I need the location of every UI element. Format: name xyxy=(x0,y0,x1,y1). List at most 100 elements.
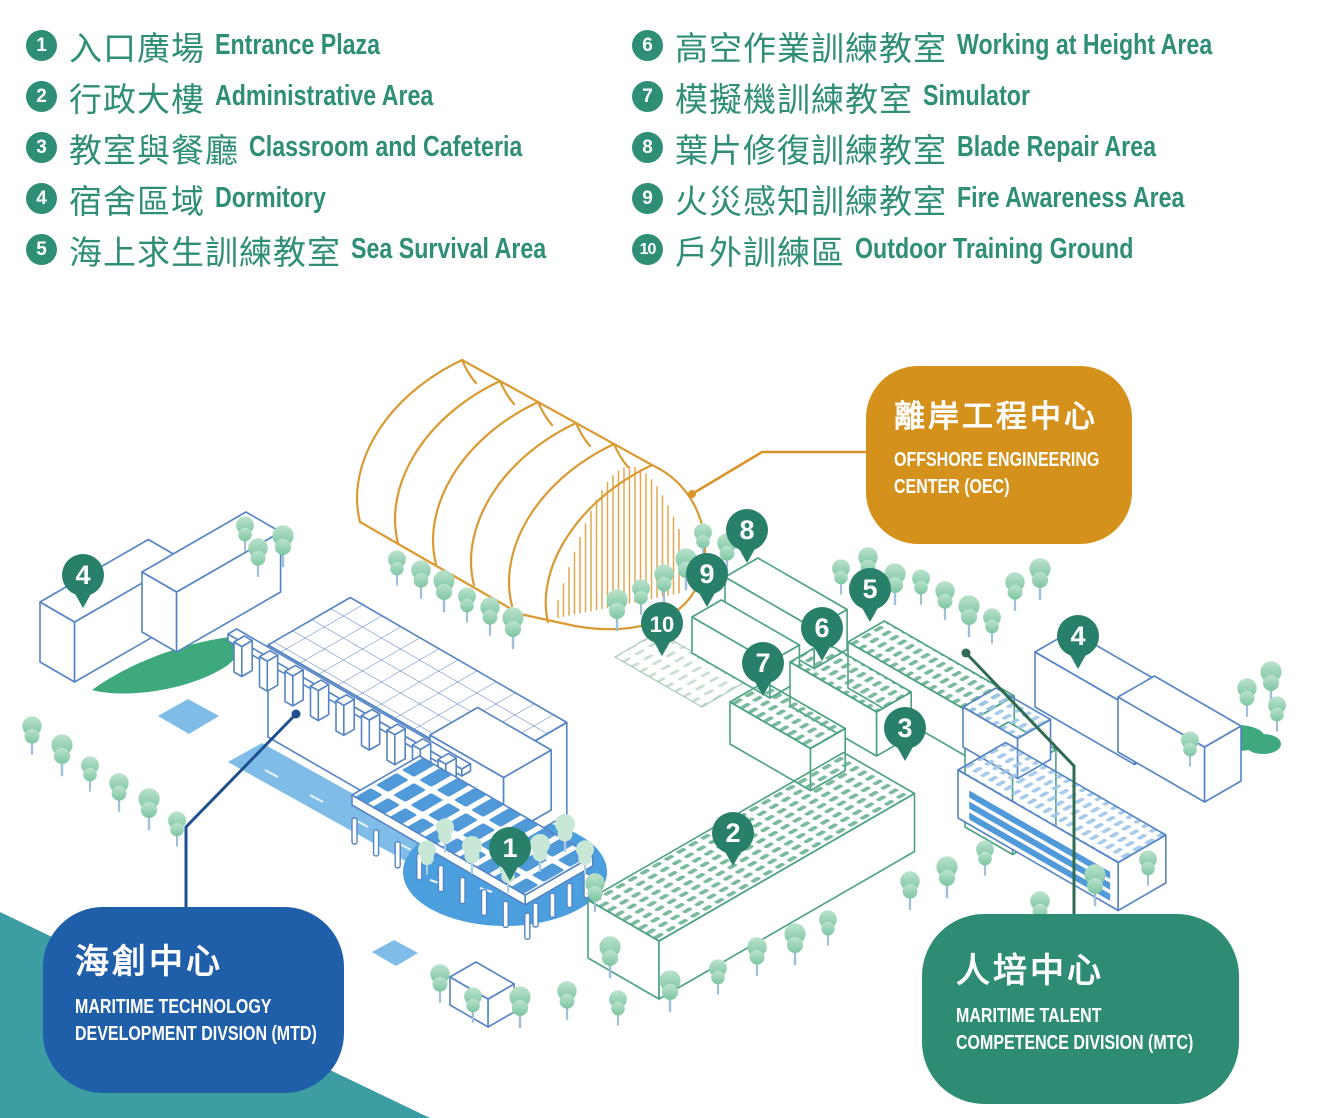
tree-icon xyxy=(1267,695,1287,733)
mtd-title: 海創中心 xyxy=(75,943,223,981)
map-marker-8: 8 xyxy=(726,509,768,563)
svg-text:8: 8 xyxy=(739,515,754,545)
legend-label-en: Working at Height Area xyxy=(957,29,1213,61)
legend-label-zh: 模擬機訓練教室 xyxy=(675,80,913,118)
legend-number-badge: 10 xyxy=(632,234,663,265)
tree-icon xyxy=(167,810,187,848)
legend-item: 9 火災感知訓練教室 Fire Awareness Area xyxy=(632,173,1276,224)
oec-title: 離岸工程中心 xyxy=(894,399,1098,434)
tree-icon xyxy=(137,787,161,832)
tree-icon xyxy=(387,549,407,587)
legend-label-en: Administrative Area xyxy=(215,80,434,112)
map-markers: 1 2 3 4 4 56 7 89 10 xyxy=(62,509,1099,881)
legend-number-badge: 7 xyxy=(632,81,663,112)
legend-number-badge: 1 xyxy=(26,30,57,61)
water-strips xyxy=(158,699,452,966)
tree-icon xyxy=(432,569,456,614)
legend-item: 6 高空作業訓練教室 Working at Height Area xyxy=(632,20,1276,71)
callout-maritime-talent-division: 人培中心 MARITIME TALENT COMPETENCE DIVISION… xyxy=(922,914,1239,1104)
tree-icon xyxy=(935,855,959,900)
legend-item: 1 入口廣場 Entrance Plaza xyxy=(26,20,595,71)
tree-icon xyxy=(21,715,43,756)
tree-icon xyxy=(934,580,956,621)
building-dormitory-right xyxy=(1034,630,1242,803)
leader-oec xyxy=(688,450,868,498)
map-marker-10: 10 xyxy=(641,602,683,656)
map-marker-2: 2 xyxy=(712,812,754,866)
tree-icon xyxy=(50,733,74,778)
legend-number-badge: 6 xyxy=(632,30,663,61)
legend-label-en: Entrance Plaza xyxy=(215,29,381,61)
tree-icon xyxy=(746,936,768,977)
legend-label-en: Classroom and Cafeteria xyxy=(249,131,523,163)
map-marker-3: 3 xyxy=(884,707,926,761)
map-marker-1: 1 xyxy=(489,827,531,881)
legend-label-zh: 教室與餐廳 xyxy=(69,131,239,169)
callout-maritime-technology-division: 海創中心 MARITIME TECHNOLOGY DEVELOPMENT DIV… xyxy=(43,907,344,1093)
tree-icon xyxy=(975,839,995,877)
legend-number-badge: 2 xyxy=(26,81,57,112)
map-marker-4: 4 xyxy=(1057,615,1099,669)
tree-icon xyxy=(1028,557,1052,602)
tree-icon xyxy=(831,558,851,596)
legend-label-zh: 行政大樓 xyxy=(69,80,205,118)
legend-label-zh: 宿舍區域 xyxy=(69,182,205,220)
mtd-subtitle-line1: MARITIME TECHNOLOGY xyxy=(75,996,272,1018)
mtd-walkway xyxy=(227,628,472,795)
tree-icon xyxy=(1236,677,1258,718)
mtc-subtitle-line1: MARITIME TALENT xyxy=(956,1005,1102,1027)
svg-text:6: 6 xyxy=(814,613,829,643)
tree-icon xyxy=(899,870,921,911)
legend-label-zh: 火災感知訓練教室 xyxy=(675,182,947,220)
legend-column-left: 1 入口廣場 Entrance Plaza 2 行政大樓 Administrative A… xyxy=(26,20,595,275)
oec-subtitle-line2: CENTER (OEC) xyxy=(894,476,1010,498)
map-marker-7: 7 xyxy=(742,642,784,696)
tree-icon xyxy=(410,559,432,600)
map-marker-4: 4 xyxy=(62,554,104,608)
tree-icon xyxy=(783,922,807,967)
tree-icon xyxy=(608,989,628,1027)
svg-text:4: 4 xyxy=(75,560,90,590)
map-marker-6: 6 xyxy=(801,607,843,661)
svg-text:4: 4 xyxy=(1070,621,1085,651)
tree-icon xyxy=(708,958,728,996)
svg-text:3: 3 xyxy=(897,713,912,743)
legend-label-en: Outdoor Training Ground xyxy=(855,233,1134,265)
tree-icon xyxy=(658,969,682,1014)
legend-label-en: Dormitory xyxy=(215,182,326,214)
callout-offshore-engineering-center: 離岸工程中心 OFFSHORE ENGINEERING CENTER (OEC) xyxy=(866,366,1132,544)
tree-icon xyxy=(1004,571,1026,612)
legend-label-zh: 海上求生訓練教室 xyxy=(69,233,341,271)
small-building xyxy=(449,961,515,1028)
map-marker-5: 5 xyxy=(849,568,891,622)
tree-icon xyxy=(818,909,838,947)
mtd-stilts xyxy=(351,817,590,940)
tree-icon xyxy=(911,568,931,606)
legend-number-badge: 8 xyxy=(632,132,663,163)
svg-text:10: 10 xyxy=(650,612,674,637)
oec-subtitle-line1: OFFSHORE ENGINEERING xyxy=(894,449,1100,471)
legend-number-badge: 9 xyxy=(632,183,663,214)
leader-mtc xyxy=(961,648,1076,916)
building-oec xyxy=(355,358,707,631)
legend-label-zh: 高空作業訓練教室 xyxy=(675,29,947,67)
legend-label-zh: 入口廣場 xyxy=(69,29,205,67)
tree-icon xyxy=(457,586,477,624)
svg-text:7: 7 xyxy=(755,648,770,678)
legend-label-en: Fire Awareness Area xyxy=(957,182,1185,214)
tree-icon xyxy=(429,963,451,1004)
legend-item: 2 行政大樓 Administrative Area xyxy=(26,71,595,122)
map-marker-9: 9 xyxy=(686,553,728,607)
svg-text:9: 9 xyxy=(699,559,714,589)
tree-icon xyxy=(108,772,130,813)
svg-text:1: 1 xyxy=(502,833,517,863)
legend-number-badge: 3 xyxy=(26,132,57,163)
legend-label-zh: 葉片修復訓練教室 xyxy=(675,131,947,169)
